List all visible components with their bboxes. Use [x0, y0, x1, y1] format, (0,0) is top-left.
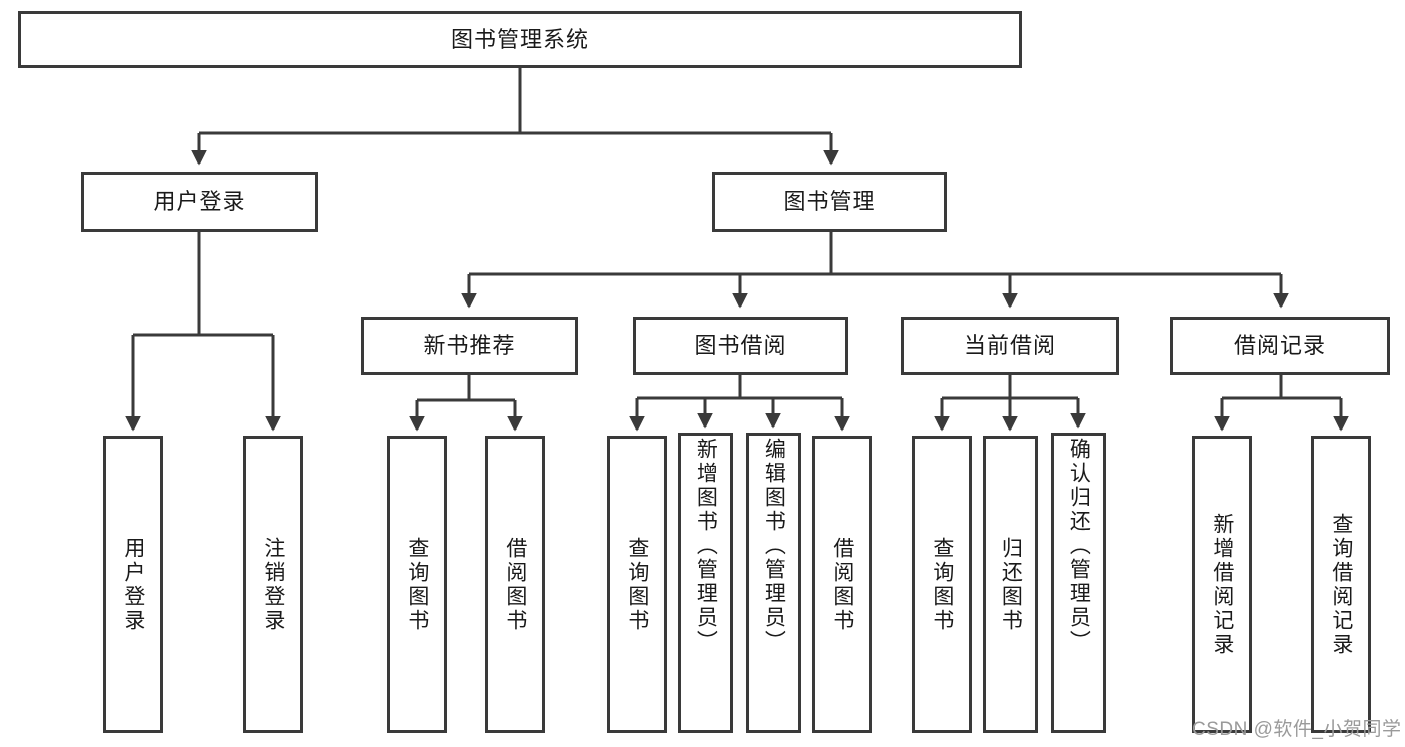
node-label: 新增图书（管理员） — [694, 438, 718, 654]
leaf-borrow-query-book[interactable]: 查询图书 — [607, 436, 667, 733]
leaf-record-add-record[interactable]: 新增借阅记录 — [1192, 436, 1252, 733]
node-label: 查询图书 — [625, 536, 649, 633]
leaf-current-confirm-return[interactable]: 确认归还（管理员） — [1051, 433, 1106, 733]
leaf-new-book-query[interactable]: 查询图书 — [387, 436, 447, 733]
node-user-login[interactable]: 用户登录 — [81, 172, 318, 232]
leaf-borrow-borrow-book[interactable]: 借阅图书 — [812, 436, 872, 733]
node-label: 用户登录 — [153, 189, 246, 215]
leaf-new-book-borrow[interactable]: 借阅图书 — [485, 436, 545, 733]
node-label: 新书推荐 — [423, 333, 516, 359]
node-label: 用户登录 — [121, 536, 145, 633]
leaf-borrow-add-book[interactable]: 新增图书（管理员） — [678, 433, 733, 733]
node-label: 借阅图书 — [830, 536, 854, 633]
leaf-user-login-login[interactable]: 用户登录 — [103, 436, 163, 733]
node-label: 确认归还（管理员） — [1067, 438, 1091, 654]
node-label: 图书管理系统 — [450, 26, 589, 52]
node-book-borrow[interactable]: 图书借阅 — [633, 317, 848, 375]
node-label: 归还图书 — [999, 536, 1023, 633]
node-label: 当前借阅 — [963, 333, 1056, 359]
watermark-text: CSDN @软件_小贺同学 — [1192, 719, 1402, 740]
leaf-borrow-edit-book[interactable]: 编辑图书（管理员） — [746, 433, 801, 733]
leaf-record-query-record[interactable]: 查询借阅记录 — [1311, 436, 1371, 733]
node-label: 查询图书 — [930, 536, 954, 633]
node-current-borrow[interactable]: 当前借阅 — [901, 317, 1119, 375]
node-book-management[interactable]: 图书管理 — [712, 172, 947, 232]
leaf-current-query-book[interactable]: 查询图书 — [912, 436, 972, 733]
node-label: 借阅记录 — [1233, 333, 1326, 359]
leaf-user-login-logout[interactable]: 注销登录 — [243, 436, 303, 733]
node-label: 新增借阅记录 — [1210, 512, 1234, 657]
node-label: 注销登录 — [261, 536, 285, 633]
node-new-book-recommend[interactable]: 新书推荐 — [361, 317, 578, 375]
node-label: 查询借阅记录 — [1329, 512, 1353, 657]
leaf-current-return-book[interactable]: 归还图书 — [983, 436, 1038, 733]
node-label: 借阅图书 — [503, 536, 527, 633]
node-label: 图书借阅 — [694, 333, 787, 359]
node-label: 图书管理 — [783, 189, 876, 215]
node-label: 编辑图书（管理员） — [762, 438, 786, 654]
node-label: 查询图书 — [405, 536, 429, 633]
node-borrow-record[interactable]: 借阅记录 — [1170, 317, 1390, 375]
node-root-system[interactable]: 图书管理系统 — [18, 11, 1022, 68]
